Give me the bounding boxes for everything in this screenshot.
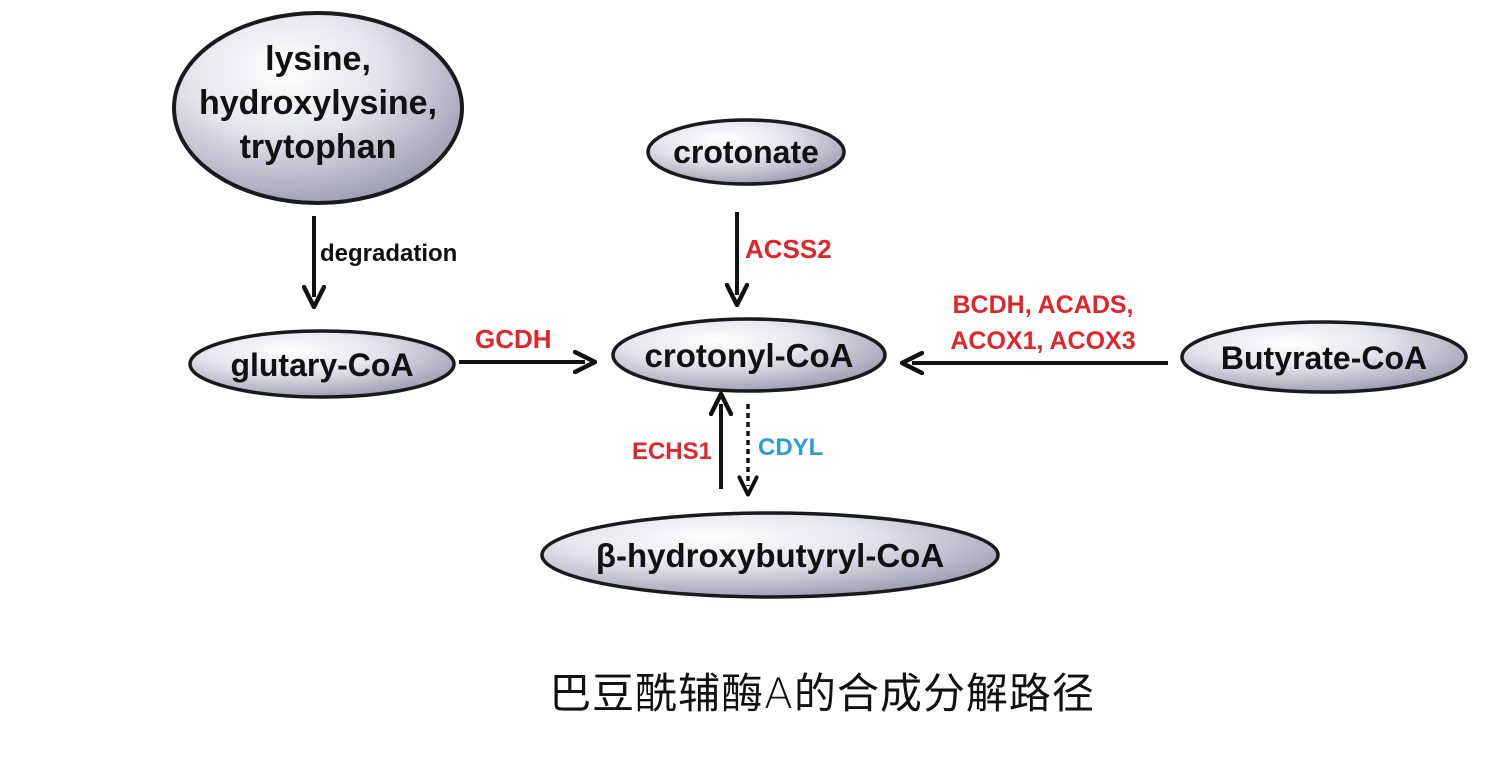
node-amino-acids-line-1: lysine, [265, 40, 371, 78]
node-hydroxybutyryl-coa: β-hydroxybutyryl-CoA [540, 511, 1000, 599]
edge-echs1-label: ECHS1 [632, 438, 712, 465]
node-crotonyl-coa-label: crotonyl-CoA [645, 337, 854, 374]
edge-gcdh-label: GCDH [475, 324, 552, 354]
node-butyrate-coa-label: Butyrate-CoA [1221, 340, 1427, 376]
edge-cdyl-label: CDYL [758, 434, 823, 461]
edge-butyrate-label-line-1: BCDH, ACADS, [952, 291, 1133, 319]
edge-butyrate-label-line-2: ACOX1, ACOX3 [950, 327, 1135, 355]
node-crotonyl-coa: crotonyl-CoA [611, 317, 887, 393]
edge-acss2-label: ACSS2 [745, 234, 832, 264]
node-amino-acids: lysine, hydroxylysine, trytophan [172, 11, 464, 205]
node-amino-acids-line-3: trytophan [240, 128, 397, 166]
node-crotonate-label: crotonate [673, 134, 819, 170]
diagram-caption: 巴豆酰辅酶A的合成分解路径 [549, 669, 1095, 718]
node-glutaryl-coa-label: glutary-CoA [230, 347, 413, 383]
edge-gcdh: GCDH [459, 324, 585, 362]
edge-acss2: ACSS2 [737, 212, 832, 295]
edge-degradation-label: degradation [320, 240, 457, 267]
edge-butyrate: BCDH, ACADS, ACOX1, ACOX3 [912, 291, 1168, 363]
edge-degradation: degradation [314, 216, 457, 297]
node-butyrate-coa: Butyrate-CoA [1180, 320, 1468, 394]
node-amino-acids-line-2: hydroxylysine, [199, 84, 437, 122]
edge-echs1: ECHS1 [632, 404, 721, 489]
node-crotonate: crotonate [646, 118, 846, 186]
node-hydroxybutyryl-coa-label: β-hydroxybutyryl-CoA [596, 537, 944, 574]
node-glutaryl-coa: glutary-CoA [188, 329, 456, 399]
edge-cdyl: CDYL [748, 404, 823, 486]
